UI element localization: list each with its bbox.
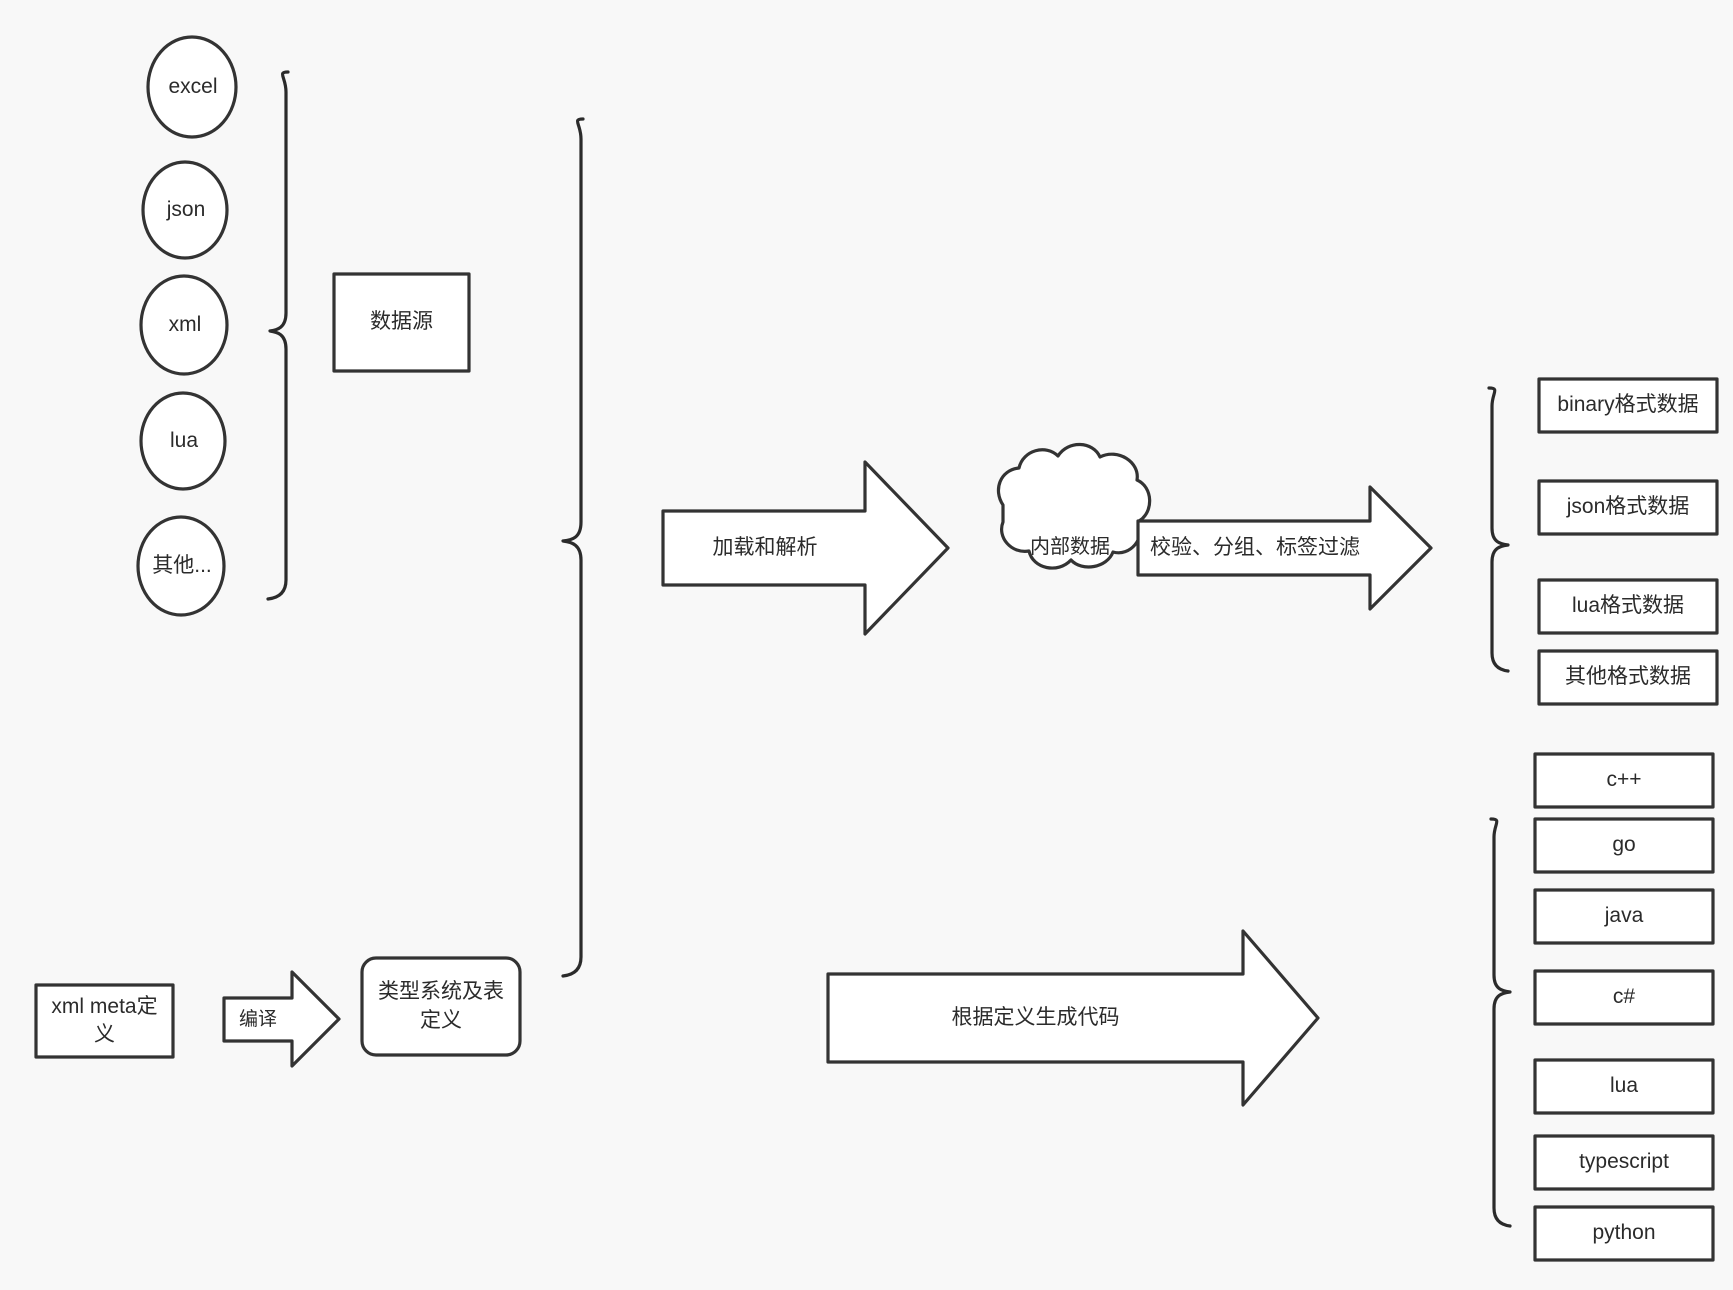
compile-arrow[interactable] — [222, 970, 341, 1068]
data-source-box[interactable] — [332, 272, 471, 373]
output-format-box-json[interactable] — [1537, 479, 1719, 536]
source-ellipse-lua[interactable] — [139, 391, 227, 491]
source-ellipse-xml[interactable] — [139, 274, 229, 376]
internal-data-cloud[interactable] — [997, 442, 1152, 570]
output-lang-box-typescript[interactable] — [1533, 1134, 1715, 1191]
output-lang-box-python[interactable] — [1533, 1205, 1715, 1262]
output-lang-box-csharp[interactable] — [1533, 969, 1715, 1026]
source-ellipse-excel[interactable] — [146, 35, 238, 139]
inputs-group-brace — [561, 117, 585, 978]
load-parse-arrow[interactable] — [661, 460, 950, 636]
type-system-box[interactable] — [360, 956, 522, 1057]
output-format-box-binary[interactable] — [1537, 377, 1719, 434]
validate-group-filter-arrow[interactable] — [1136, 485, 1433, 611]
output-format-box-lua[interactable] — [1537, 578, 1719, 635]
output-lang-box-go[interactable] — [1533, 817, 1715, 874]
output-format-box-other[interactable] — [1537, 649, 1719, 706]
source-ellipse-other[interactable] — [136, 515, 226, 617]
source-ellipse-json[interactable] — [141, 160, 229, 260]
source-group-brace — [266, 70, 290, 601]
codegen-arrow[interactable] — [826, 929, 1320, 1107]
output-lang-box-java[interactable] — [1533, 888, 1715, 945]
output-lang-box-cpp[interactable] — [1533, 752, 1715, 809]
output-lang-box-lua[interactable] — [1533, 1058, 1715, 1115]
output-languages-brace — [1489, 817, 1512, 1228]
xml-meta-box[interactable] — [34, 983, 175, 1059]
output-formats-brace — [1487, 386, 1510, 673]
